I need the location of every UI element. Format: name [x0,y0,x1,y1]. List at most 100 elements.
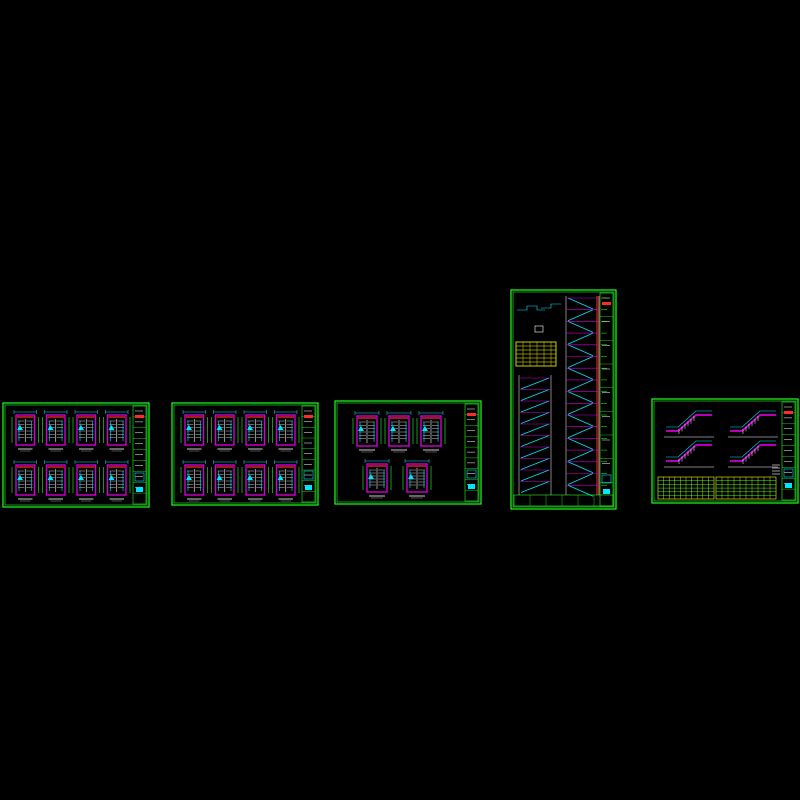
stair-plan [416,411,446,453]
stair-wall [76,464,97,496]
drawing-sheet-4 [510,289,617,510]
direction-arrow [277,475,284,480]
stair-flight [567,321,594,333]
stair-flight [567,344,594,357]
direction-arrow [108,475,115,480]
stair-flight [567,379,594,392]
direction-arrow [216,425,223,430]
stair-flight [520,377,550,390]
stair-wall [420,415,442,447]
stair-plan [72,460,100,502]
detail-box [534,325,544,333]
stair-flight [520,469,550,482]
stair-plan [241,410,269,452]
stair-flight [567,367,594,380]
stair-section-right [565,296,607,497]
direction-arrow [277,425,284,430]
drawing-sheet-3 [334,400,482,505]
stair-flight [567,426,594,439]
drawing-sheet-1 [2,402,150,508]
stair-flight [520,389,550,401]
title-block [301,405,316,503]
sheet-inner-border [653,400,797,502]
stair-wall [214,464,235,496]
direction-arrow [17,425,23,430]
stair-flight [567,438,594,450]
direction-arrow [358,426,364,431]
title-accent [135,415,144,418]
direction-arrow [247,425,253,430]
stair-wall [245,414,266,446]
direction-arrow [17,475,23,480]
sheet-inner-border [173,404,317,504]
stair-plan [241,460,269,502]
title-block [132,405,147,505]
direction-arrow [368,474,374,479]
stair-plan [211,460,239,502]
sheet-border [334,400,482,505]
sheet-border [651,398,799,504]
direction-arrow [247,475,253,480]
stair-plan [211,410,239,452]
sheet-border [171,402,319,506]
logo-mark [305,485,312,490]
stair-elevation [728,410,778,438]
sheet-inner-border [336,402,480,503]
stair-plan [42,410,70,452]
direction-arrow [186,425,192,430]
logo-mark [468,484,475,489]
handrail-line [666,410,712,428]
stair-flight [520,481,550,493]
stair-plan [11,410,39,452]
stair-plan [42,460,70,502]
stair-wall [184,414,205,446]
sheet-border [2,402,150,508]
stair-flight [567,402,594,415]
stair-wall [388,415,410,447]
schedule-table [515,341,557,367]
sheet-inner-border [512,291,615,508]
sheet-inner-border [4,404,148,506]
stair-wall [15,414,36,446]
direction-arrow [390,426,396,431]
stair-flight [520,400,550,413]
rebar-schedule [657,476,777,500]
stair-flight [567,297,594,310]
stair-plan [272,410,300,452]
stair-flight [520,435,550,447]
direction-arrow [186,475,192,480]
stair-section-left [518,375,552,495]
stair-flight [567,309,594,322]
direction-arrow [47,475,54,480]
stair-elevation [664,410,714,438]
logo-mark [785,483,792,488]
stair-wall [106,464,127,496]
stair-wall [214,414,235,446]
title-block [464,403,479,502]
stair-wall [406,463,428,493]
stair-plan [352,411,382,453]
drawing-sheet-2 [171,402,319,506]
stair-wall [76,414,97,446]
stamp-mark [601,474,612,484]
stair-plan [103,460,131,502]
stair-plan [384,411,414,453]
stair-flight [520,446,550,459]
stair-wall [184,464,205,496]
title-block [781,401,796,501]
stair-plan [180,460,208,502]
stair-wall [356,415,378,447]
title-accent [784,411,793,414]
stair-elevation [664,440,714,468]
stair-stringer [666,414,712,432]
stair-plan [272,460,300,502]
title-block [599,292,614,507]
direction-arrow [78,475,84,480]
stair-flight [520,458,550,470]
stair-flight [520,423,550,436]
logo-mark [136,487,143,492]
title-accent [602,302,611,305]
stair-plan [11,460,39,502]
detail-sketch [541,303,561,309]
